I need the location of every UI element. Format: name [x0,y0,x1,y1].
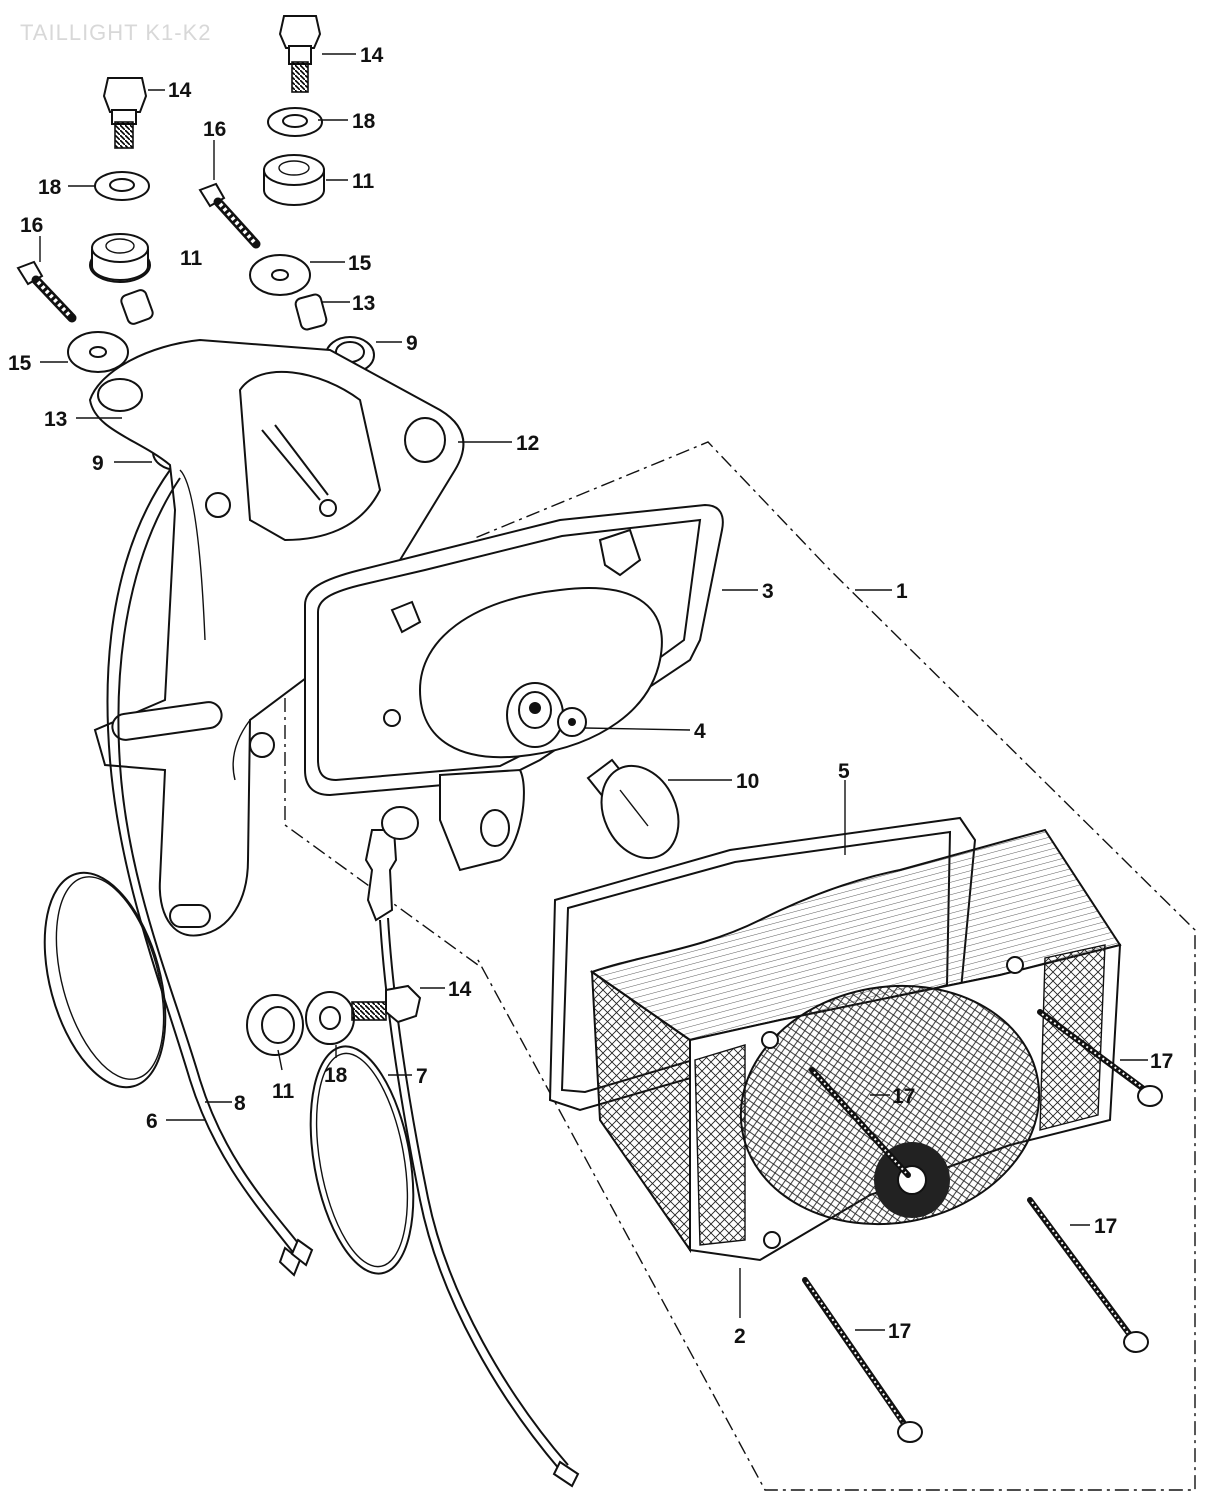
diagram-watermark: TAILLIGHT K1-K2 [20,20,211,45]
bolt-14-left [102,77,148,149]
grommet-11-left [89,233,151,283]
callout-8: 8 [234,1092,246,1115]
bolt-14-lower [351,984,422,1024]
taillight-bracket-12 [88,338,465,937]
callout-13-right: 13 [352,292,375,315]
callout-labels: 14 14 18 18 16 16 11 11 15 15 13 13 9 9 … [8,44,1173,1348]
callout-17-lower-right: 17 [1094,1215,1117,1238]
washer-15-left [67,331,129,373]
callout-10: 10 [736,770,759,793]
screw-17-right [1037,1009,1163,1107]
callout-6: 6 [146,1110,158,1133]
callout-17-bottom: 17 [888,1320,911,1343]
callout-14-left: 14 [168,79,192,102]
screw-17-lower-right [1027,1197,1149,1353]
callout-13-left: 13 [44,408,67,431]
washer-15-right [249,254,311,296]
callout-7: 7 [416,1065,428,1088]
screw-16-mid [198,182,261,249]
callout-9-left: 9 [92,452,104,475]
wire-7 [309,829,580,1488]
washer-18-top [267,107,323,137]
callout-11-top: 11 [352,170,375,193]
screw-16-left [16,260,77,323]
callout-5: 5 [838,760,850,783]
callout-15-left: 15 [8,352,32,375]
callout-17-center: 17 [892,1085,915,1108]
callout-14-top: 14 [360,44,384,67]
callout-18-top: 18 [352,110,376,133]
wire-harness-6-8 [43,469,314,1277]
bulb-10 [586,758,680,860]
callout-16-mid: 16 [203,118,226,141]
callout-17-right: 17 [1150,1050,1173,1073]
screw-17-center [809,1067,911,1178]
callout-18-left: 18 [38,176,62,199]
taillight-lens-2 [589,828,1122,1262]
callout-12: 12 [516,432,539,455]
callout-11-lower: 11 [272,1080,295,1103]
screw-17-bottom [802,1277,923,1443]
callout-14-lower: 14 [448,978,472,1001]
grommet-11-lower [246,994,304,1056]
callout-3: 3 [762,580,774,603]
socket-4 [381,707,587,840]
leader-lines [39,53,1148,1331]
bolt-14-top [278,15,322,93]
callout-15-right: 15 [348,252,372,275]
grommet-11-top [263,154,325,206]
lamp-housing-3 [304,503,724,872]
washer-18-lower [305,991,355,1045]
collar-13-right [294,293,328,331]
callout-18-lower: 18 [324,1064,348,1087]
callout-16-left: 16 [20,214,43,237]
callout-2: 2 [734,1325,746,1348]
washer-18-left [94,171,150,201]
callout-1: 1 [896,580,908,603]
callout-9-right: 9 [406,332,418,355]
callout-4: 4 [694,720,706,743]
collar-13-left [120,289,154,325]
callout-11-left: 11 [180,247,203,270]
